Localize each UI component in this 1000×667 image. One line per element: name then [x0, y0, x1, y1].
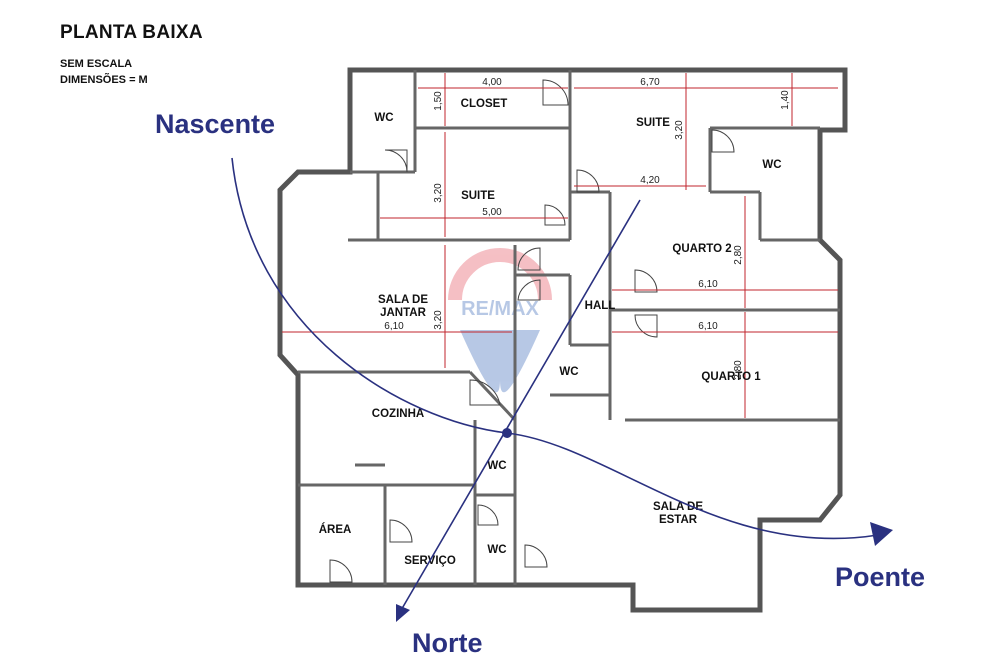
dim-closet-height: 1,50 — [433, 91, 444, 111]
dim-suite-mid-height: 3,20 — [433, 183, 444, 203]
dim-suite-mid-width: 5,00 — [482, 207, 502, 218]
dim-suite-top-sub: 4,20 — [640, 175, 660, 186]
room-sala-estar-l1: SALA DE — [653, 501, 703, 513]
sun-path-curve — [231, 157, 879, 540]
page-title: PLANTA BAIXA — [60, 22, 203, 43]
room-cozinha: COZINHA — [372, 408, 424, 420]
label-norte: Norte — [412, 628, 483, 658]
room-sala-jantar-l1: SALA DE — [378, 294, 428, 306]
room-wc-mid: WC — [487, 460, 506, 472]
units-note: DIMENSÕES = M — [60, 74, 148, 86]
dim-suite-top-right: 1,40 — [780, 90, 791, 110]
dimension-lines — [282, 73, 838, 418]
sun-path-arrowhead — [870, 522, 893, 546]
dimension-labels: 4,00 1,50 6,70 3,20 4,20 1,40 3,20 5,00 … — [384, 77, 791, 380]
room-wc-top-left: WC — [374, 112, 393, 124]
dim-closet-width: 4,00 — [482, 77, 502, 88]
room-hall: HALL — [585, 300, 616, 312]
dim-suite-top-width: 6,70 — [640, 77, 660, 88]
scale-note: SEM ESCALA — [60, 58, 133, 70]
watermark-text: RE/MAX — [461, 298, 539, 320]
room-quarto2: QUARTO 2 — [672, 243, 731, 255]
outer-walls — [277, 67, 848, 613]
room-suite-mid: SUITE — [461, 190, 495, 202]
north-arrowhead — [396, 604, 410, 622]
label-poente: Poente — [835, 562, 925, 592]
room-closet: CLOSET — [461, 98, 508, 110]
room-wc-hall: WC — [559, 366, 578, 378]
remax-watermark: RE/MAX — [448, 248, 552, 393]
dim-quarto2-width: 6,10 — [698, 279, 718, 290]
doors — [329, 79, 735, 583]
dim-jantar-width: 6,10 — [384, 321, 404, 332]
dim-suite-top-height: 3,20 — [674, 120, 685, 140]
room-area: ÁREA — [319, 523, 352, 536]
center-point — [502, 428, 512, 438]
dim-jantar-height: 3,20 — [433, 310, 444, 330]
north-line — [399, 199, 641, 613]
room-suite-top: SUITE — [636, 117, 670, 129]
dim-quarto2-height: 2,80 — [733, 245, 744, 265]
room-sala-jantar-l2: JANTAR — [380, 307, 426, 319]
label-nascente: Nascente — [155, 109, 275, 139]
room-labels: WC CLOSET SUITE WC SUITE QUARTO 2 SALA D… — [319, 98, 782, 567]
room-wc-bottom: WC — [487, 544, 506, 556]
room-sala-estar-l2: ESTAR — [659, 514, 698, 526]
direction-labels: Nascente Poente Norte — [155, 109, 925, 658]
dim-quarto1-width: 6,10 — [698, 321, 718, 332]
orientation — [231, 157, 893, 622]
interior-walls — [298, 70, 840, 585]
dim-quarto1-height: 2,80 — [733, 360, 744, 380]
room-wc-top-right: WC — [762, 159, 781, 171]
room-quarto1: QUARTO 1 — [701, 371, 761, 383]
